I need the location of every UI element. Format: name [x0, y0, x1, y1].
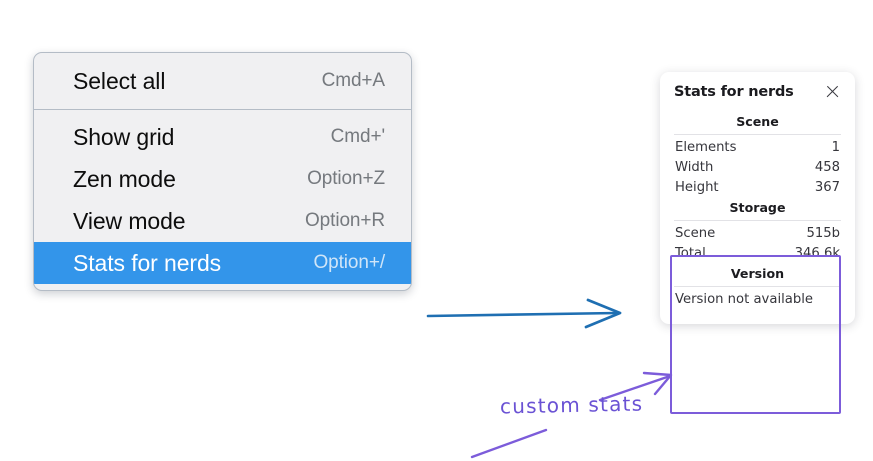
stats-group-heading: Version — [730, 266, 785, 281]
stats-group-scene: Scene Elements 1 Width 458 Height 367 — [672, 111, 843, 197]
menu-item-label: Zen mode — [73, 165, 176, 192]
divider — [674, 134, 841, 135]
divider — [674, 286, 841, 287]
stats-group-heading: Storage — [729, 200, 786, 215]
stats-for-nerds-panel[interactable]: Stats for nerds Scene Elements 1 Width 4… — [660, 72, 855, 324]
stats-row-value: 1 — [831, 139, 840, 155]
stats-row-scene-storage: Scene 515b — [672, 223, 843, 243]
blue-arrow — [426, 298, 622, 329]
menu-item-shortcut: Cmd+' — [330, 126, 385, 147]
menu-item-shortcut: Option+/ — [313, 252, 385, 273]
divider — [674, 220, 841, 221]
menu-item-shortcut: Cmd+A — [321, 70, 385, 91]
menu-section-2: Show grid Cmd+' Zen mode Option+Z View m… — [34, 110, 411, 290]
purple-underline-stroke — [470, 428, 548, 459]
menu-item-shortcut: Option+Z — [307, 168, 385, 189]
stats-panel-title: Stats for nerds — [674, 83, 794, 100]
menu-item-stats-for-nerds[interactable]: Stats for nerds Option+/ — [34, 242, 411, 284]
stats-version-value: Version not available — [675, 292, 813, 307]
stats-row-key: Height — [675, 179, 719, 195]
stats-row-key: Scene — [675, 225, 716, 241]
stats-group-heading: Scene — [736, 114, 779, 129]
close-icon[interactable] — [824, 83, 841, 100]
stats-row-key: Width — [675, 159, 714, 175]
menu-item-shortcut: Option+R — [305, 210, 385, 231]
menu-item-view-mode[interactable]: View mode Option+R — [34, 200, 411, 242]
stats-panel-header: Stats for nerds — [672, 83, 843, 100]
menu-item-label: Select all — [73, 67, 166, 94]
menu-item-label: Stats for nerds — [73, 249, 222, 276]
menu-separator — [34, 109, 411, 110]
context-menu[interactable]: Select all Cmd+A Show grid Cmd+' Zen mod… — [33, 52, 412, 291]
custom-stats-annotation-label: custom stats — [499, 391, 644, 419]
menu-item-label: View mode — [73, 207, 186, 234]
stats-row-value: 458 — [814, 159, 840, 175]
stats-group-version: Version Version not available — [672, 263, 843, 310]
stats-row-elements: Elements 1 — [672, 137, 843, 157]
stats-row-value: 367 — [814, 179, 840, 195]
stats-row-value: 346.6k — [794, 245, 840, 261]
menu-item-show-grid[interactable]: Show grid Cmd+' — [34, 116, 411, 158]
stats-row-height: Height 367 — [672, 177, 843, 197]
menu-item-select-all[interactable]: Select all Cmd+A — [34, 60, 411, 102]
stats-row-value: 515b — [806, 225, 840, 241]
menu-item-zen-mode[interactable]: Zen mode Option+Z — [34, 158, 411, 200]
stats-group-storage: Storage Scene 515b Total 346.6k — [672, 197, 843, 263]
menu-section-1: Select all Cmd+A — [34, 53, 411, 109]
stats-row-key: Elements — [675, 139, 737, 155]
stats-row-total-storage: Total 346.6k — [672, 243, 843, 263]
menu-item-label: Show grid — [73, 123, 175, 150]
stats-row-key: Total — [675, 245, 706, 261]
stats-row-width: Width 458 — [672, 157, 843, 177]
